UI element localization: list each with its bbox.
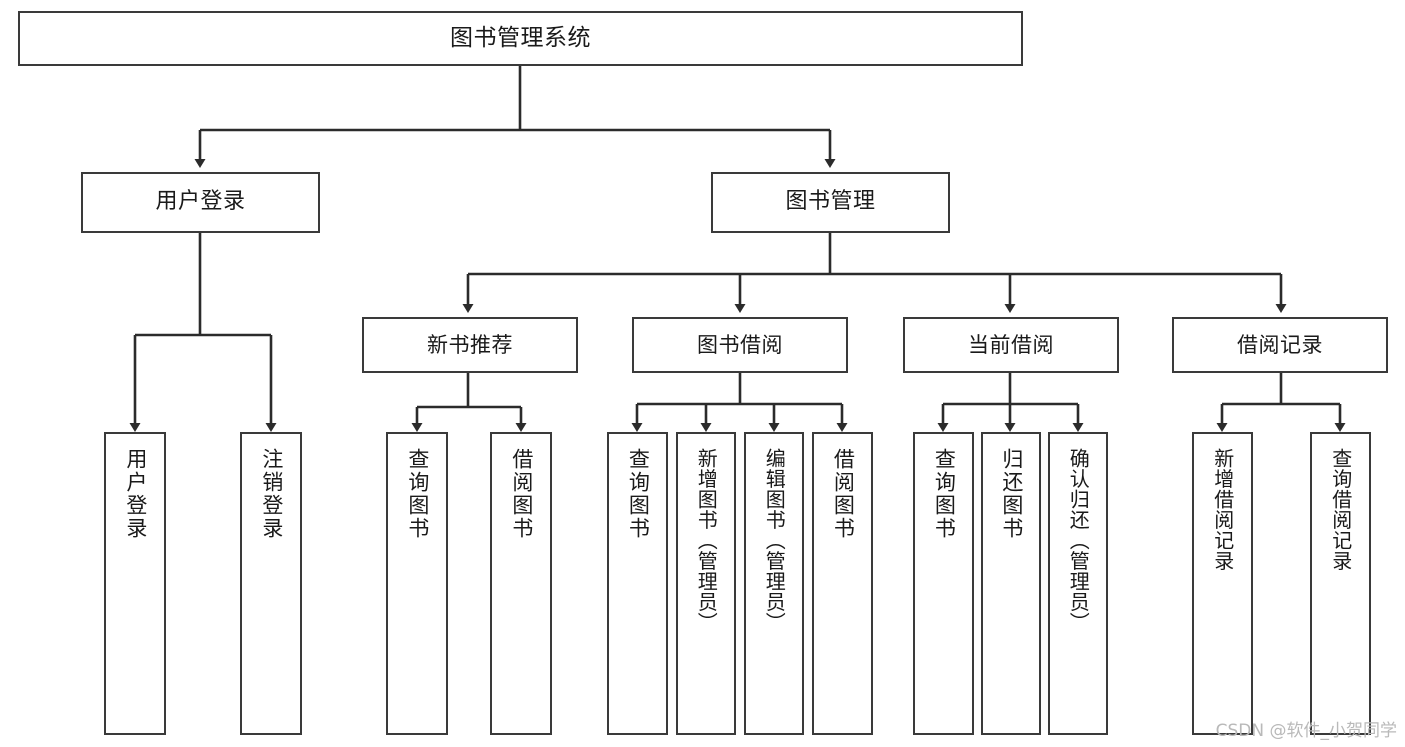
- node-label: 新书推荐: [427, 332, 513, 357]
- node-borrow-record[interactable]: 借阅记录: [1172, 317, 1388, 373]
- node-leaf-return-book[interactable]: 归还图书: [981, 432, 1041, 735]
- node-label: 编辑图书（管理员）: [762, 448, 787, 633]
- node-label: 新增图书（管理员）: [694, 448, 719, 633]
- node-label: 查询图书: [626, 448, 651, 540]
- node-leaf-query-borrow-record[interactable]: 查询借阅记录: [1310, 432, 1371, 735]
- node-label: 用户登录: [123, 448, 148, 540]
- node-book-borrow[interactable]: 图书借阅: [632, 317, 848, 373]
- node-label: 图书管理: [785, 189, 876, 215]
- node-leaf-user-login[interactable]: 用户登录: [104, 432, 166, 735]
- node-leaf-query-book-borrow[interactable]: 查询图书: [607, 432, 668, 735]
- node-leaf-user-logout[interactable]: 注销登录: [240, 432, 302, 735]
- node-user-login[interactable]: 用户登录: [81, 172, 320, 233]
- node-leaf-add-book[interactable]: 新增图书（管理员）: [676, 432, 736, 735]
- node-label: 当前借阅: [968, 332, 1054, 357]
- node-book-management[interactable]: 图书管理: [711, 172, 950, 233]
- node-label: 归还图书: [999, 448, 1024, 540]
- node-label: 借阅图书: [831, 448, 856, 540]
- node-label: 查询借阅记录: [1328, 448, 1353, 571]
- node-label: 借阅图书: [509, 448, 534, 540]
- node-label: 注销登录: [259, 448, 284, 540]
- node-leaf-borrow-book[interactable]: 借阅图书: [812, 432, 873, 735]
- node-label: 借阅记录: [1237, 332, 1323, 357]
- node-leaf-edit-book[interactable]: 编辑图书（管理员）: [744, 432, 804, 735]
- node-label: 图书借阅: [697, 332, 783, 357]
- node-leaf-query-book-current[interactable]: 查询图书: [913, 432, 974, 735]
- node-label: 新增借阅记录: [1210, 448, 1235, 571]
- node-label: 查询图书: [405, 448, 430, 540]
- node-current-borrow[interactable]: 当前借阅: [903, 317, 1119, 373]
- node-label: 用户登录: [155, 189, 246, 215]
- node-new-book-recommend[interactable]: 新书推荐: [362, 317, 578, 373]
- node-label: 确认归还（管理员）: [1066, 448, 1091, 633]
- node-label: 查询图书: [932, 448, 957, 540]
- watermark: CSDN @软件_小贺同学: [1215, 721, 1397, 741]
- node-leaf-confirm-return[interactable]: 确认归还（管理员）: [1048, 432, 1108, 735]
- node-leaf-borrow-book-recommend[interactable]: 借阅图书: [490, 432, 552, 735]
- node-label: 图书管理系统: [450, 24, 591, 51]
- node-leaf-query-book-recommend[interactable]: 查询图书: [386, 432, 448, 735]
- node-leaf-add-borrow-record[interactable]: 新增借阅记录: [1192, 432, 1253, 735]
- node-root-book-management-system[interactable]: 图书管理系统: [18, 11, 1023, 66]
